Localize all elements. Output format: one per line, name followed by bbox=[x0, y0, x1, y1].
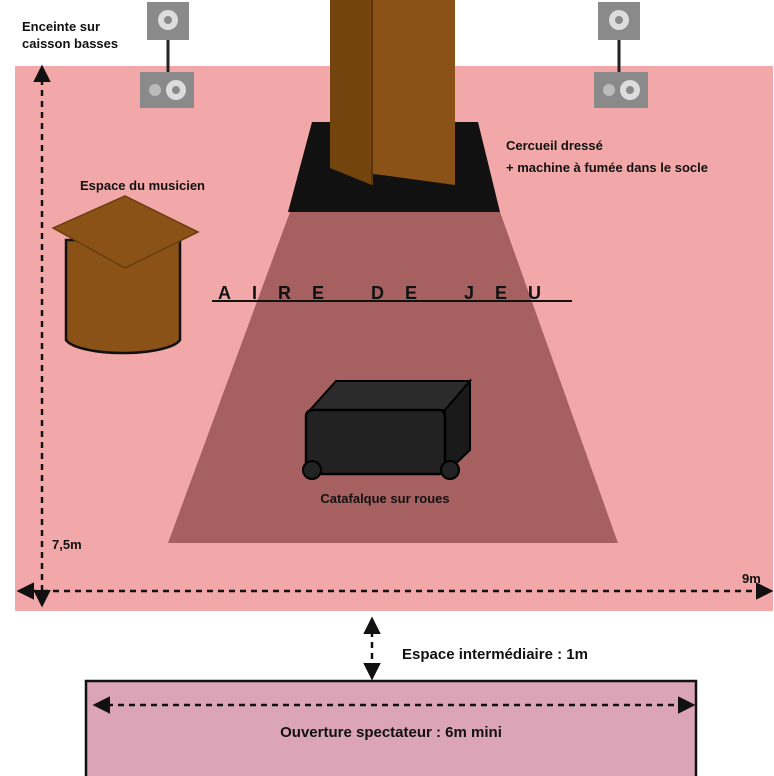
catafalque bbox=[302, 378, 473, 480]
catafalque-label: Catafalque sur roues bbox=[320, 491, 449, 506]
standing-coffin bbox=[330, 0, 455, 185]
play-area-label: AIRE DE JEU bbox=[218, 283, 562, 303]
speaker-left-top-icon bbox=[147, 2, 189, 40]
speaker-right-icon bbox=[594, 72, 648, 108]
speaker-right-top-icon bbox=[598, 2, 640, 40]
spectator-opening-label: Ouverture spectateur : 6m mini bbox=[280, 724, 502, 741]
coffin-label: Cercueil dressé + machine à fumée dans l… bbox=[506, 138, 708, 175]
intermediate-label: Espace intermédiaire : 1m bbox=[402, 646, 588, 663]
speaker-left-icon bbox=[140, 72, 194, 108]
musician-label: Espace du musicien bbox=[80, 178, 205, 193]
coffin-label-line-2: + machine à fumée dans le socle bbox=[506, 160, 708, 175]
musician-space bbox=[51, 195, 200, 355]
speaker-label-line-1: Enceinte sur bbox=[22, 19, 100, 34]
depth-label: 7,5m bbox=[52, 537, 82, 552]
play-area bbox=[168, 212, 618, 543]
coffin-label-line-1: Cercueil dressé bbox=[506, 138, 603, 153]
speaker-label: Enceinte sur caisson basses bbox=[22, 19, 118, 51]
width-label: 9m bbox=[742, 571, 761, 586]
speaker-label-line-2: caisson basses bbox=[22, 36, 118, 51]
